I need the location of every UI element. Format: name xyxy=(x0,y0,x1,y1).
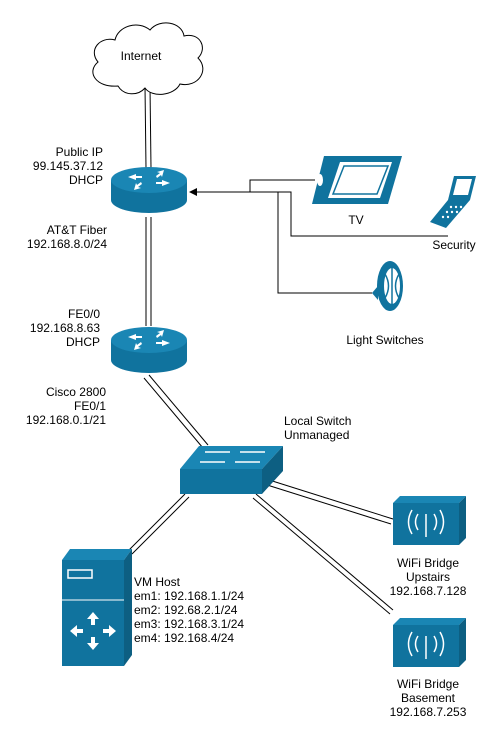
cloud-shape xyxy=(92,22,204,95)
svg-text:192.168.7.128: 192.168.7.128 xyxy=(390,584,467,598)
svg-text:WiFi Bridge: WiFi Bridge xyxy=(397,556,459,570)
wire-security xyxy=(278,191,448,237)
light-switches-label: Light Switches xyxy=(346,333,423,347)
internet-label: Internet xyxy=(121,49,162,63)
svg-text:Cisco 2800: Cisco 2800 xyxy=(46,385,106,399)
svg-text:Local Switch: Local Switch xyxy=(284,414,351,428)
svg-text:FE0/1: FE0/1 xyxy=(74,399,106,413)
iot-wiring xyxy=(189,179,448,294)
wifi-basement-ap xyxy=(393,618,466,667)
light-switch-dish-icon xyxy=(372,261,403,311)
link-internet-att xyxy=(144,85,152,169)
svg-text:DHCP: DHCP xyxy=(66,335,100,349)
svg-text:em1: 192.168.1.1/24: em1: 192.168.1.1/24 xyxy=(134,589,244,603)
svg-text:em2: 192.68.2.1/24: em2: 192.68.2.1/24 xyxy=(134,603,238,617)
svg-text:192.168.0.1/21: 192.168.0.1/21 xyxy=(26,413,106,427)
att-router xyxy=(111,167,187,213)
svg-text:em3: 192.168.3.1/24: em3: 192.168.3.1/24 xyxy=(134,617,244,631)
wire-lights xyxy=(250,191,372,294)
svg-text:Basement: Basement xyxy=(401,691,456,705)
att-router-label: Public IP 99.145.37.12 DHCP xyxy=(33,145,103,187)
wifi-upstairs-ap xyxy=(393,496,466,545)
security-label: Security xyxy=(432,238,475,252)
svg-text:FE0/0: FE0/0 xyxy=(68,307,100,321)
switch-arrows-icon xyxy=(200,451,265,463)
svg-text:Public IP: Public IP xyxy=(56,145,103,159)
router-arrows-icon xyxy=(128,170,170,190)
vm-host-label: VM Host em1: 192.168.1.1/24 em2: 192.68.… xyxy=(134,575,244,645)
internet-cloud: Internet xyxy=(92,22,204,95)
server-arrows-icon xyxy=(70,612,116,650)
cisco-router xyxy=(111,327,187,373)
security-handheld-icon xyxy=(430,176,476,228)
svg-text:192.168.7.253: 192.168.7.253 xyxy=(390,705,467,719)
svg-text:DHCP: DHCP xyxy=(69,173,103,187)
drive-bay-icon xyxy=(67,569,93,579)
link-switch-wifi-upstairs xyxy=(263,478,394,525)
svg-text:99.145.37.12: 99.145.37.12 xyxy=(33,159,103,173)
wifi-upstairs-label: WiFi Bridge Upstairs 192.168.7.128 xyxy=(390,556,467,598)
att-link-label: AT&T Fiber 192.168.8.0/24 xyxy=(27,223,107,251)
svg-text:em4: 192.168.4/24: em4: 192.168.4/24 xyxy=(134,631,234,645)
cisco-wan-label: FE0/0 192.168.8.63 DHCP xyxy=(30,307,100,349)
vm-host-server xyxy=(62,549,132,666)
svg-text:192.168.8.63: 192.168.8.63 xyxy=(30,321,100,335)
tv-label: TV xyxy=(348,213,363,227)
wire-tv xyxy=(249,179,315,192)
link-cisco-switch xyxy=(143,374,209,449)
svg-text:WiFi Bridge: WiFi Bridge xyxy=(397,677,459,691)
svg-text:Unmanaged: Unmanaged xyxy=(284,428,349,442)
link-att-cisco xyxy=(145,217,152,326)
svg-text:VM Host: VM Host xyxy=(134,575,181,589)
router-arrows-icon xyxy=(128,330,170,350)
link-switch-wifi-basement xyxy=(252,493,394,615)
switch-label: Local Switch Unmanaged xyxy=(284,414,351,442)
link-switch-vmhost xyxy=(127,493,190,555)
wifi-basement-label: WiFi Bridge Basement 192.168.7.253 xyxy=(390,677,467,719)
svg-text:192.168.8.0/24: 192.168.8.0/24 xyxy=(27,237,107,251)
wifi-signal-icon xyxy=(407,509,445,537)
links xyxy=(127,85,394,615)
cisco-lan-label: Cisco 2800 FE0/1 192.168.0.1/21 xyxy=(26,385,106,427)
svg-text:AT&T Fiber: AT&T Fiber xyxy=(47,223,107,237)
svg-text:Upstairs: Upstairs xyxy=(406,570,450,584)
local-switch xyxy=(180,446,283,494)
tv-tablet-icon xyxy=(312,156,402,204)
wifi-signal-icon xyxy=(407,631,445,659)
